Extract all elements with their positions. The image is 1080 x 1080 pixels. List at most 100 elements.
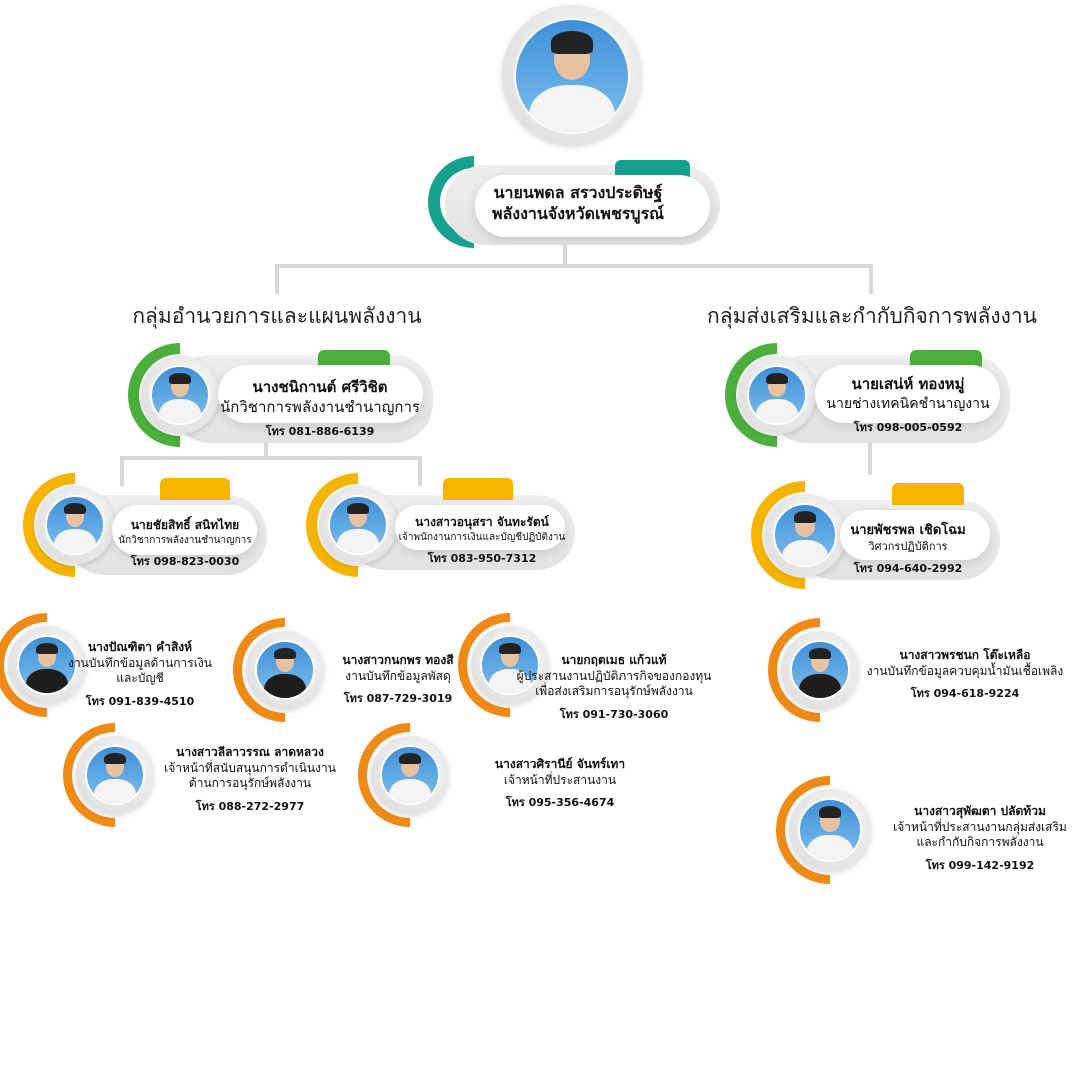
avatar-hair [766,372,788,384]
staff-name: นางชนิกานต์ ศรีวิชิต [252,378,388,396]
card-body [815,365,1000,423]
staff-role: เจ้าหน้าที่สนับสนุนการดำเนินงาน [164,760,336,775]
group-heading-admin: กลุ่มอำนวยการและแผนพลังงาน [132,304,422,328]
avatar-hair [169,372,191,384]
staff-photo [85,745,145,805]
staff-phone: โทร 088-272-2977 [195,799,305,813]
card-body [112,505,257,555]
director-card [475,175,710,237]
staff-name: นายพัชรพล เชิดโฉม [850,523,966,538]
avatar-body [158,399,202,423]
staff-phone: โทร 098-005-0592 [853,420,963,434]
group-heading-promotion: กลุ่มส่งเสริมและกำกับกิจการพลังงาน [706,304,1038,328]
director-photo [514,18,630,134]
avatar-hair [399,752,421,764]
staff-phone: โทร 081-886-6139 [265,425,375,438]
staff-text: นางชนิกานต์ ศรีวิชิตนักวิชาการพลังงานชำน… [170,378,470,439]
staff-photo [328,495,388,555]
director-title: พลังงานจังหวัดเพชรบูรณ์ [491,203,665,223]
staff-phone: โทร 083-950-7312 [427,551,537,565]
connector [120,456,422,460]
avatar-body [755,399,799,423]
staff-text: นางสาวอนุสรา จันทะรัตน์เจ้าพนักงานการเงิ… [332,515,632,566]
staff-text: นางสาวสุพัฒตา ปลัดท้วมเจ้าหน้าที่ประสานง… [830,804,1080,873]
staff-phone: โทร 098-823-0030 [130,554,240,568]
card-tab [892,483,964,505]
staff-name: นางสาวสุพัฒตา ปลัดท้วม [914,804,1046,818]
connector [275,264,873,268]
staff-role: งานบันทึกข้อมูลด้านการเงิน [68,655,212,670]
staff-photo [798,798,862,862]
staff-name: นางปัณฑิตา คำสิงห์ [87,640,193,654]
avatar-hair [818,806,842,818]
staff-name: นางสาวลีลาวรรณ ลาดหลวง [176,745,324,759]
staff-phone: โทร 094-640-2992 [853,562,963,576]
staff-photo [255,640,315,700]
staff-photo [17,635,77,695]
staff-phone: โทร 094-618-9224 [910,687,1020,701]
staff-role: เจ้าหน้าที่ประสานงาน [503,772,617,787]
staff-photo [747,365,807,425]
avatar-hair [793,511,817,523]
staff-text: นางสาวกนกพร ทองสีงานบันทึกข้อมูลพัสดุโทร… [248,653,548,706]
staff-role: นักวิชาการพลังงานชำนาญการ [118,534,252,546]
staff-name: นางสาวศิรานีย์ จันทร์เทา [494,757,626,771]
card-body [395,505,565,550]
staff-name: นายชัยสิทธิ์ สนิทไทย [130,518,240,532]
staff-photo [150,365,210,425]
connector [275,264,279,294]
avatar-body [782,539,828,565]
staff-role: และบัญชี [116,671,164,686]
staff-text: นางสาวศิรานีย์ จันทร์เทาเจ้าหน้าที่ประสา… [410,757,710,810]
staff-name: นางสาวกนกพร ทองสี [342,653,454,667]
staff-text: นายเสน่ห์ ทองหมู่นายช่างเทคนิคชำนาญงานโท… [758,375,1058,435]
staff-photo [480,635,540,695]
avatar-body [263,674,307,698]
avatar-hair [64,502,86,514]
card-tab [160,478,230,500]
connector [868,440,872,475]
staff-text: นายกฤตเมธ แก้วแท้ผู้ประสานงานปฏิบัติภารก… [464,653,764,722]
staff-name: นางสาวอนุสรา จันทะรัตน์ [415,515,549,529]
connector [120,456,124,486]
staff-photo [790,640,850,700]
staff-role: และกำกับกิจการพลังงาน [916,835,1044,850]
card-tab [443,478,513,500]
connector [869,264,873,294]
staff-text: นางสาวพรชนก โต๊ะเหลืองานบันทึกข้อมูลควบค… [815,648,1080,701]
staff-photo [380,745,440,805]
avatar-body [798,674,842,698]
avatar-body [25,669,69,693]
avatar-body [93,779,137,803]
staff-photo [45,495,105,555]
staff-phone: โทร 087-729-3019 [343,692,453,706]
staff-name: นายกฤตเมธ แก้วแท้ [561,653,667,667]
staff-name: นายเสน่ห์ ทองหมู่ [851,375,965,393]
avatar-hair [809,647,831,659]
connector [418,456,422,486]
staff-name: นางสาวพรชนก โต๊ะเหลือ [899,648,1031,662]
staff-role: งานบันทึกข้อมูลพัสดุ [345,668,451,683]
staff-text: นางปัณฑิตา คำสิงห์งานบันทึกข้อมูลด้านการ… [0,640,290,709]
avatar-hair [274,647,296,659]
card-body [840,510,990,560]
avatar-hair [36,642,58,654]
staff-role: เจ้าพนักงานการเงินและบัญชีปฏิบัติงาน [398,531,566,543]
staff-text: นายพัชรพล เชิดโฉมวิศวกรปฏิบัติการโทร 094… [758,523,1058,576]
staff-phone: โทร 091-839-4510 [85,694,195,708]
staff-phone: โทร 095-356-4674 [505,796,615,810]
connector [563,240,567,266]
staff-role: เจ้าหน้าที่ประสานงานกลุ่มส่งเสริม [893,819,1067,834]
staff-role: เพื่อส่งเสริมการอนุรักษ์พลังงาน [535,684,693,699]
director-name: นายนพดล สรวงประดิษฐ์ [493,183,663,202]
staff-role: ด้านการอนุรักษ์พลังงาน [188,776,312,791]
staff-phone: โทร 099-142-9192 [925,858,1035,872]
avatar-hair [347,502,369,514]
avatar-hair [104,752,126,764]
director-text: นายนพดล สรวงประดิษฐ์ พลังงานจังหวัดเพชรบ… [428,183,728,225]
avatar-body [336,529,380,553]
staff-photo [773,503,837,567]
staff-phone: โทร 091-730-3060 [559,707,669,721]
staff-role: นายช่างเทคนิคชำนาญงาน [826,395,990,412]
avatar-hair [499,642,521,654]
